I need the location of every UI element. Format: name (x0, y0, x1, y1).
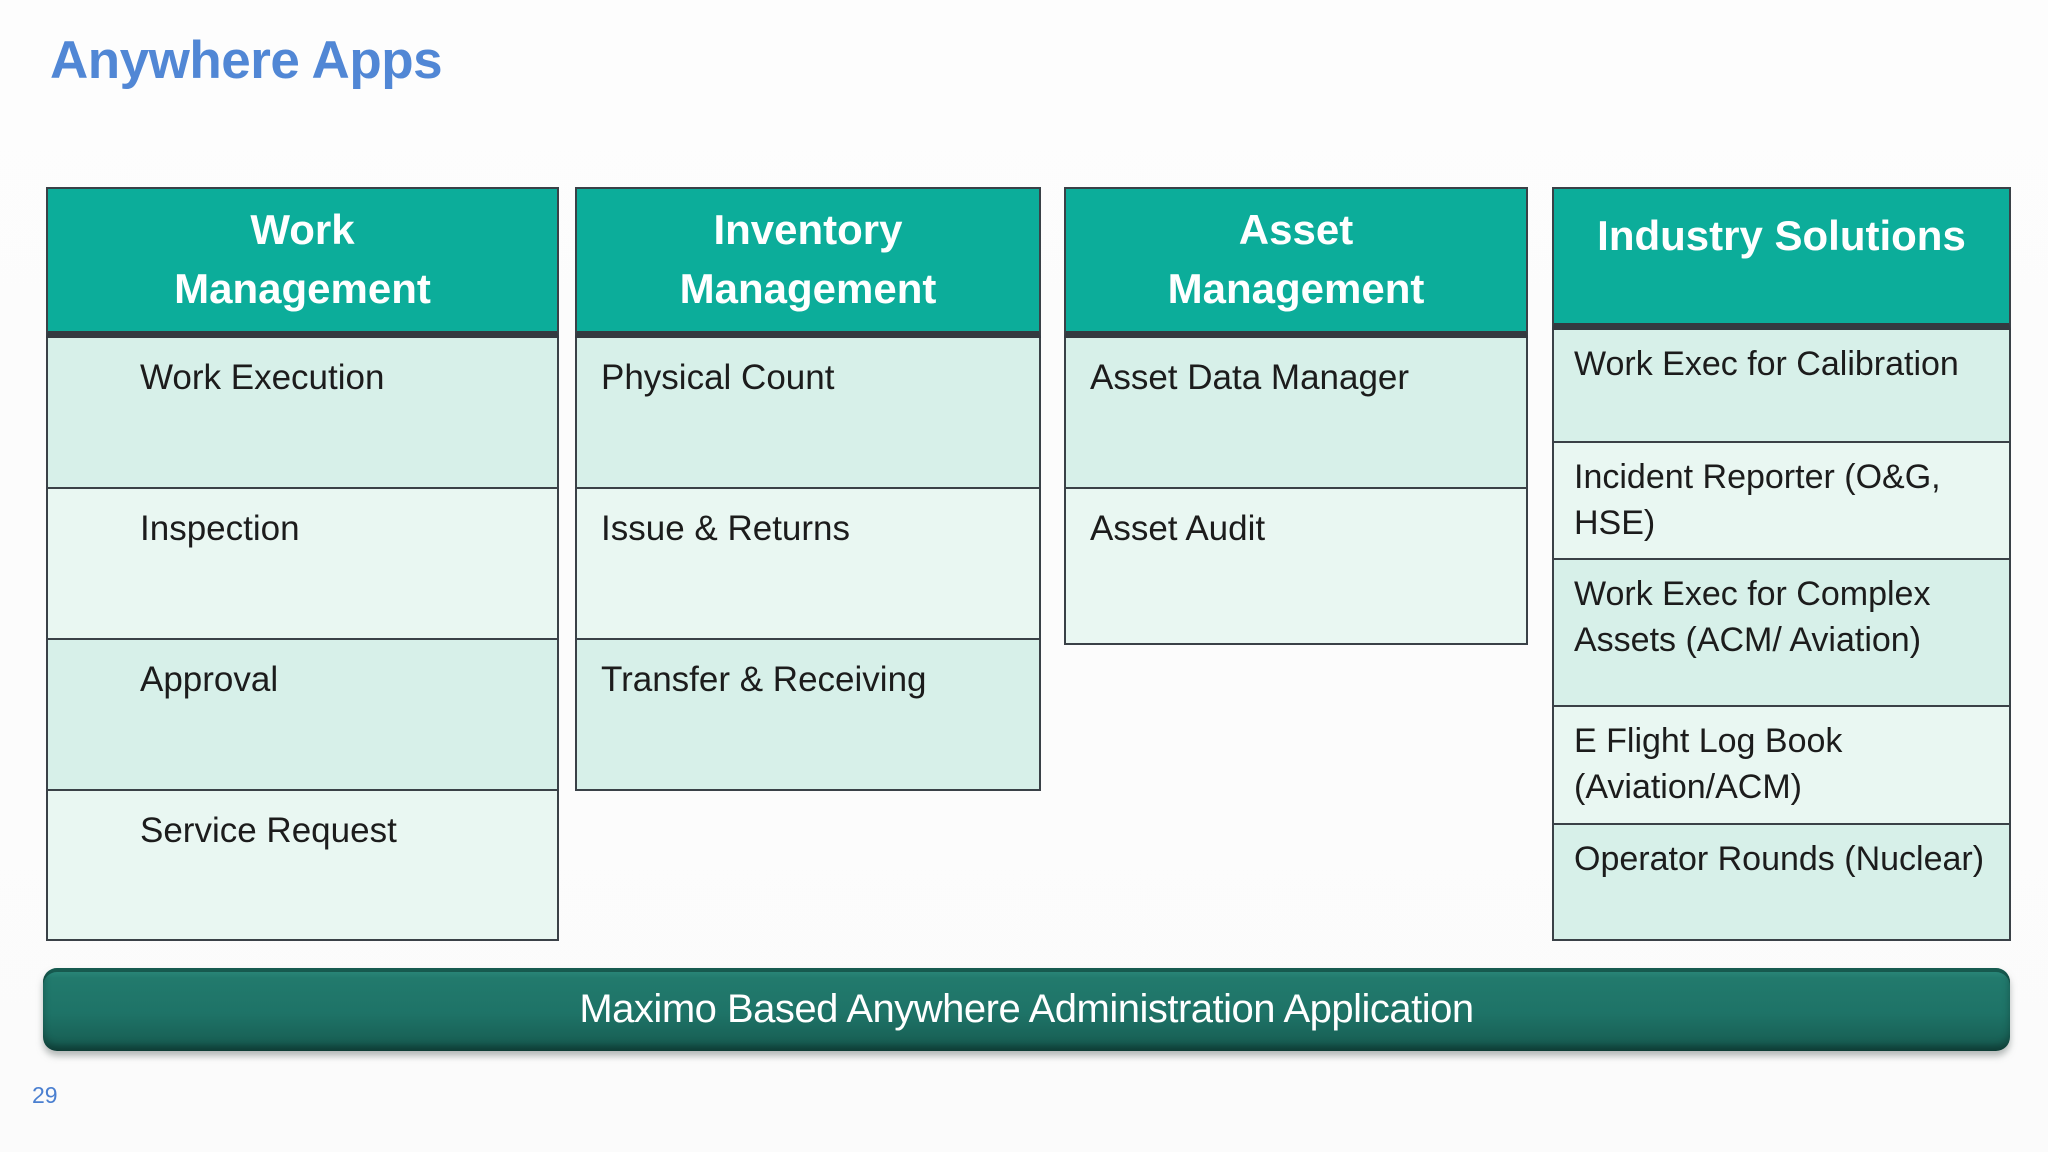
page-number: 29 (32, 1082, 58, 1108)
column-asset-management: Asset Management Asset Data Manager Asse… (1064, 187, 1528, 645)
column-header-inventory-management: Inventory Management (575, 187, 1041, 338)
column-header-label: Work Management (174, 206, 431, 312)
column-header-asset-management: Asset Management (1064, 187, 1528, 338)
app-cell-inspection: Inspection (46, 489, 559, 640)
app-cell-work-exec-calibration: Work Exec for Calibration (1552, 330, 2011, 443)
footer-banner-label: Maximo Based Anywhere Administration App… (579, 987, 1474, 1031)
footer-banner: Maximo Based Anywhere Administration App… (43, 968, 2010, 1051)
app-cell-incident-reporter: Incident Reporter (O&G, HSE) (1552, 443, 2011, 560)
column-industry-solutions: Industry Solutions Work Exec for Calibra… (1552, 187, 2011, 941)
app-cell-service-request: Service Request (46, 791, 559, 941)
app-cell-operator-rounds: Operator Rounds (Nuclear) (1552, 825, 2011, 941)
app-cell-issue-returns: Issue & Returns (575, 489, 1041, 640)
app-cell-asset-audit: Asset Audit (1064, 489, 1528, 645)
column-header-label: Inventory Management (679, 206, 937, 312)
column-header-industry-solutions: Industry Solutions (1552, 187, 2011, 330)
page-title: Anywhere Apps (50, 31, 443, 90)
app-cell-approval: Approval (46, 640, 559, 791)
column-work-management: Work Management Work Execution Inspectio… (46, 187, 559, 941)
app-cell-transfer-receiving: Transfer & Receiving (575, 640, 1041, 791)
app-cell-physical-count: Physical Count (575, 338, 1041, 489)
app-cell-work-exec-complex-assets: Work Exec for Complex Assets (ACM/ Aviat… (1552, 560, 2011, 707)
column-header-work-management: Work Management (46, 187, 559, 338)
app-cell-asset-data-manager: Asset Data Manager (1064, 338, 1528, 489)
column-header-label: Industry Solutions (1597, 212, 1966, 259)
app-cell-work-execution: Work Execution (46, 338, 559, 489)
column-header-label: Asset Management (1167, 206, 1425, 312)
column-inventory-management: Inventory Management Physical Count Issu… (575, 187, 1041, 791)
app-cell-e-flight-log-book: E Flight Log Book (Aviation/ACM) (1552, 707, 2011, 825)
